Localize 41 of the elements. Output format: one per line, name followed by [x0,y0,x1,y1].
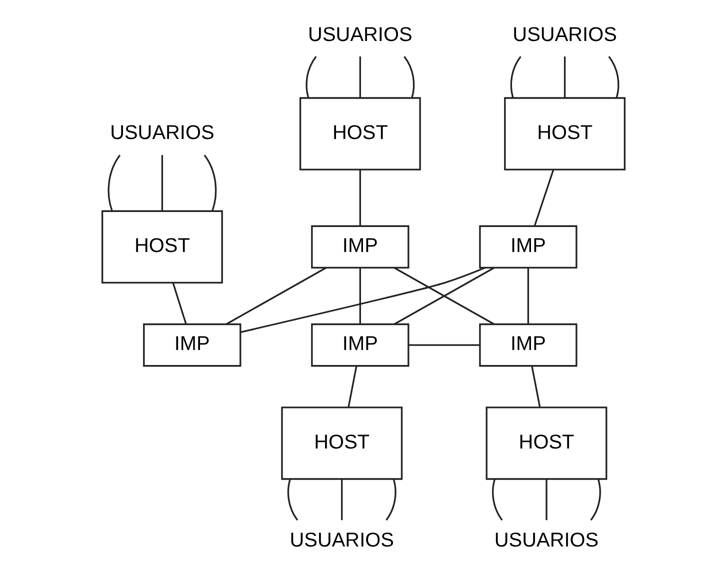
node-box: IMP [143,323,242,367]
connector [546,479,548,520]
node-box: HOST [504,97,626,170]
connector [172,282,187,324]
connector [306,56,317,98]
node-box: HOST [486,406,608,480]
connector [590,478,601,521]
connector [408,344,480,346]
node-box: HOST [281,406,403,480]
node-box: HOST [299,97,421,170]
connector [287,478,298,521]
node-box: IMP [311,323,410,367]
connector [527,268,530,324]
node-box: IMP [311,225,410,269]
connector [161,155,164,212]
node-text: USUARIOS [512,24,617,46]
node-box: IMP [479,323,578,367]
connector [394,267,495,325]
connector [108,154,121,212]
connector [359,170,361,226]
node-text: USUARIOS [494,530,599,552]
node-text: USUARIOS [290,530,394,552]
connector [348,366,358,408]
node-box: HOST [101,210,223,284]
node-text: USUARIOS [308,24,412,46]
connector [608,56,620,98]
connector [341,479,343,520]
connector [492,478,503,521]
connector [359,56,361,98]
node-text: USUARIOS [110,122,214,144]
connector [226,267,327,325]
node-box: IMP [479,225,578,269]
connector [534,169,554,226]
connector [359,268,361,324]
connector [531,366,541,408]
connector [386,478,396,521]
connector [204,154,217,212]
connector [404,56,415,98]
connector [510,56,522,98]
connector [564,56,566,98]
connector [240,266,486,333]
